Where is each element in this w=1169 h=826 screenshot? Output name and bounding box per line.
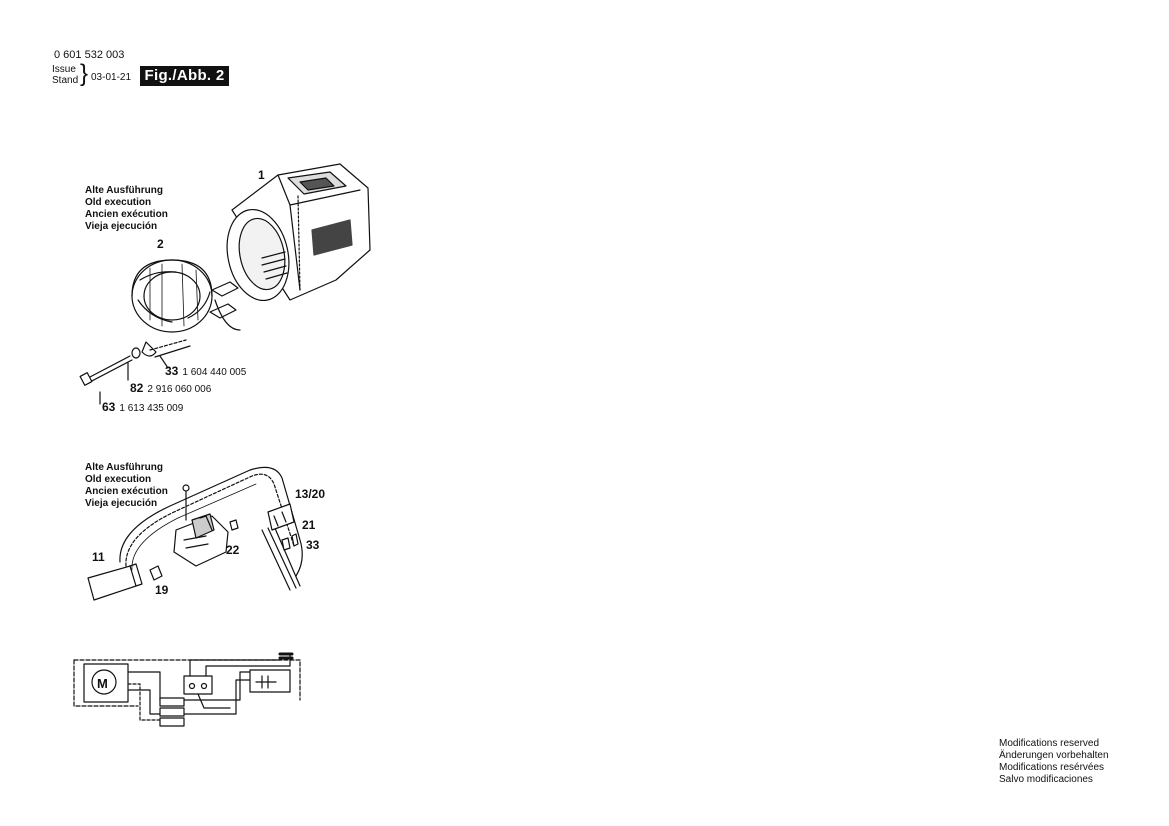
- mod-line: Modifications reserved: [999, 738, 1100, 749]
- callout-33-b: 33: [306, 538, 320, 552]
- issue-labels: Issue Stand: [52, 64, 78, 86]
- mod-line: Modifications resérvées: [999, 762, 1105, 773]
- motor-symbol-label: M: [97, 676, 108, 691]
- callout-22: 22: [226, 543, 240, 557]
- note-line: Ancien exécution: [85, 209, 168, 220]
- field-coil-illustration: [131, 259, 241, 358]
- modifications-note: Modifications reserved Änderungen vorbeh…: [999, 738, 1109, 786]
- part-code: 1 604 440 005: [182, 367, 247, 378]
- callout-number: 63: [102, 400, 116, 414]
- stand-label: Stand: [52, 75, 79, 86]
- part-code: 1 613 435 009: [119, 403, 184, 414]
- figure-badge: Fig./Abb. 2: [140, 66, 229, 86]
- part-code: 2 916 060 006: [147, 384, 212, 395]
- switch-cable-illustration: [87, 466, 303, 601]
- note-line: Alte Ausführung: [85, 185, 163, 196]
- callout-13-20: 13/20: [295, 487, 326, 501]
- old-execution-note-2: Alte Ausführung Old execution Ancien exé…: [85, 462, 168, 510]
- screw-washer-illustration: [79, 347, 169, 405]
- part-number: 0 601 532 003: [54, 49, 125, 61]
- brace-glyph: }: [80, 60, 89, 87]
- note-line: Old execution: [85, 197, 152, 208]
- note-line: Vieja ejecución: [85, 221, 158, 232]
- mod-line: Salvo modificaciones: [999, 774, 1093, 785]
- callout-11: 11: [92, 550, 105, 564]
- issue-label: Issue: [52, 64, 76, 75]
- note-line: Old execution: [85, 474, 152, 485]
- wiring-schematic: [73, 652, 301, 727]
- issue-date: 03-01-21: [91, 72, 132, 83]
- mod-line: Änderungen vorbehalten: [999, 750, 1109, 761]
- callout-number: 82: [130, 381, 144, 395]
- callout-19: 19: [155, 583, 169, 597]
- callout-field: 2: [157, 237, 164, 251]
- motor-housing-illustration: [226, 163, 371, 302]
- note-line: Ancien exécution: [85, 486, 168, 497]
- note-line: Alte Ausführung: [85, 462, 163, 473]
- callout-housing: 1: [258, 168, 265, 182]
- callout-21: 21: [302, 518, 316, 532]
- old-execution-note-1: Alte Ausführung Old execution Ancien exé…: [85, 185, 168, 233]
- note-line: Vieja ejecución: [85, 498, 158, 509]
